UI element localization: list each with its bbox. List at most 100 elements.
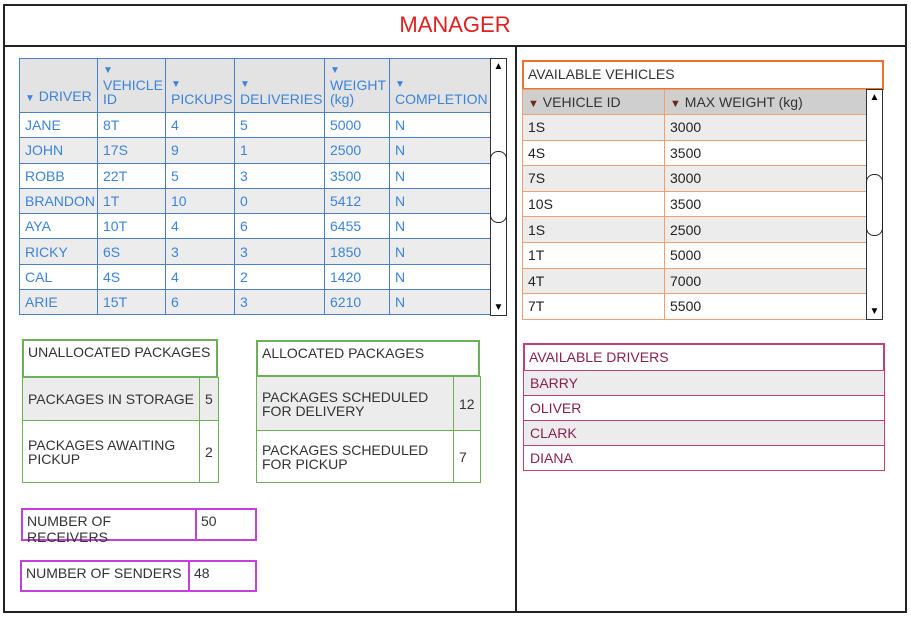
cell-weight: 3500 [324,162,390,189]
column-header-weight[interactable]: ▼WEIGHT (kg) [324,58,390,113]
sort-icon[interactable]: ▼ [395,79,405,90]
cell-vehicle-id: 8T [97,111,166,139]
packages-value: 5 [199,377,219,421]
cell-vehicle-id: 4S [97,263,166,291]
cell-pickups: 4 [165,111,235,139]
receivers-label: NUMBER OF RECEIVERS [21,508,197,545]
column-header-max-weight[interactable]: ▼ MAX WEIGHT (kg) [664,89,868,115]
cell-max-weight: 3500 [664,190,868,218]
drivers-table: ▼ DRIVER ▼VEHICLE ID ▼PICKUPS ▼DELIVERIE… [19,58,492,316]
drivers-scrollbar[interactable]: ▲ ▼ [490,58,507,316]
cell-vehicle-id: 17S [97,137,166,164]
cell-deliveries: 3 [234,238,325,265]
sort-icon[interactable]: ▼ [528,98,539,110]
senders-label: NUMBER OF SENDERS [20,560,190,592]
column-header-pickups[interactable]: ▼PICKUPS [165,58,235,113]
cell-vehicle-id: 10T [97,213,166,240]
arrow-down-icon[interactable]: ▼ [867,304,882,319]
available-drivers-title: AVAILABLE DRIVERS [523,343,885,372]
cell-vehicle-id: 1S [522,216,665,243]
column-header-vehicle-id[interactable]: ▼ VEHICLE ID [522,89,665,115]
cell-vehicle-id: 4S [522,139,665,167]
scroll-thumb[interactable] [866,174,883,236]
cell-vehicle-id: 1S [522,114,665,141]
cell-vehicle-id: 7T [522,293,665,320]
column-header-driver[interactable]: ▼ DRIVER [19,58,98,113]
cell-completion: N [389,289,492,316]
packages-value: 2 [199,420,219,483]
cell-deliveries: 2 [234,263,325,291]
column-header-completion[interactable]: ▼COMPLETION [389,58,492,113]
cell-weight: 5000 [324,111,390,139]
cell-vehicle-id: 1T [522,241,665,269]
scroll-thumb[interactable] [490,151,507,223]
cell-vehicle-id: 22T [97,162,166,189]
unallocated-packages-table: PACKAGES IN STORAGE 5 PACKAGES AWAITING … [22,377,219,483]
cell-pickups: 4 [165,263,235,291]
available-drivers-list: BARRY OLIVER CLARK DIANA [523,371,885,471]
vehicles-table-header: ▼ VEHICLE ID ▼ MAX WEIGHT (kg) [522,89,868,115]
packages-label: PACKAGES AWAITING PICKUP [22,420,200,483]
cell-pickups: 3 [165,238,235,265]
cell-driver: JANE [19,111,98,139]
cell-pickups: 6 [165,289,235,316]
cell-completion: N [389,238,492,265]
sort-icon[interactable]: ▼ [25,93,35,104]
app-frame [3,4,907,613]
cell-driver: BRANDON [19,187,98,215]
cell-driver: AYA [19,213,98,240]
cell-weight: 2500 [324,137,390,164]
vehicles-scrollbar[interactable]: ▲ ▼ [866,89,883,320]
arrow-down-icon[interactable]: ▼ [491,300,506,315]
list-item[interactable]: CLARK [523,421,885,446]
list-item[interactable]: BARRY [523,371,885,396]
allocated-packages-table: PACKAGES SCHEDULED FOR DELIVERY 12 PACKA… [256,376,481,483]
arrow-up-icon[interactable]: ▲ [491,59,506,74]
cell-deliveries: 1 [234,137,325,164]
cell-max-weight: 3500 [664,139,868,167]
cell-max-weight: 3000 [664,114,868,141]
cell-weight: 1420 [324,263,390,291]
cell-completion: N [389,187,492,215]
cell-driver: JOHN [19,137,98,164]
arrow-up-icon[interactable]: ▲ [867,90,882,105]
allocated-packages-title: ALLOCATED PACKAGES [256,340,480,377]
cell-driver: ARIE [19,289,98,316]
table-row: PACKAGES IN STORAGE 5 [22,377,219,421]
cell-pickups: 5 [165,162,235,189]
sort-icon[interactable]: ▼ [670,98,681,110]
sort-icon[interactable]: ▼ [171,79,181,90]
sort-icon[interactable]: ▼ [103,65,113,76]
column-header-deliveries[interactable]: ▼DELIVERIES [234,58,325,113]
column-header-vehicle-id[interactable]: ▼VEHICLE ID [97,58,166,113]
table-row: PACKAGES SCHEDULED FOR DELIVERY 12 [256,376,481,431]
cell-deliveries: 3 [234,289,325,316]
list-item[interactable]: OLIVER [523,396,885,421]
list-item[interactable]: DIANA [523,446,885,471]
cell-max-weight: 5500 [664,293,868,320]
packages-value: 7 [453,430,481,483]
cell-vehicle-id: 7S [522,165,665,192]
cell-max-weight: 7000 [664,267,868,295]
sort-icon[interactable]: ▼ [240,79,250,90]
available-vehicles-title: AVAILABLE VEHICLES [522,60,884,90]
packages-label: PACKAGES SCHEDULED FOR PICKUP [256,430,454,483]
sort-icon[interactable]: ▼ [330,65,340,76]
